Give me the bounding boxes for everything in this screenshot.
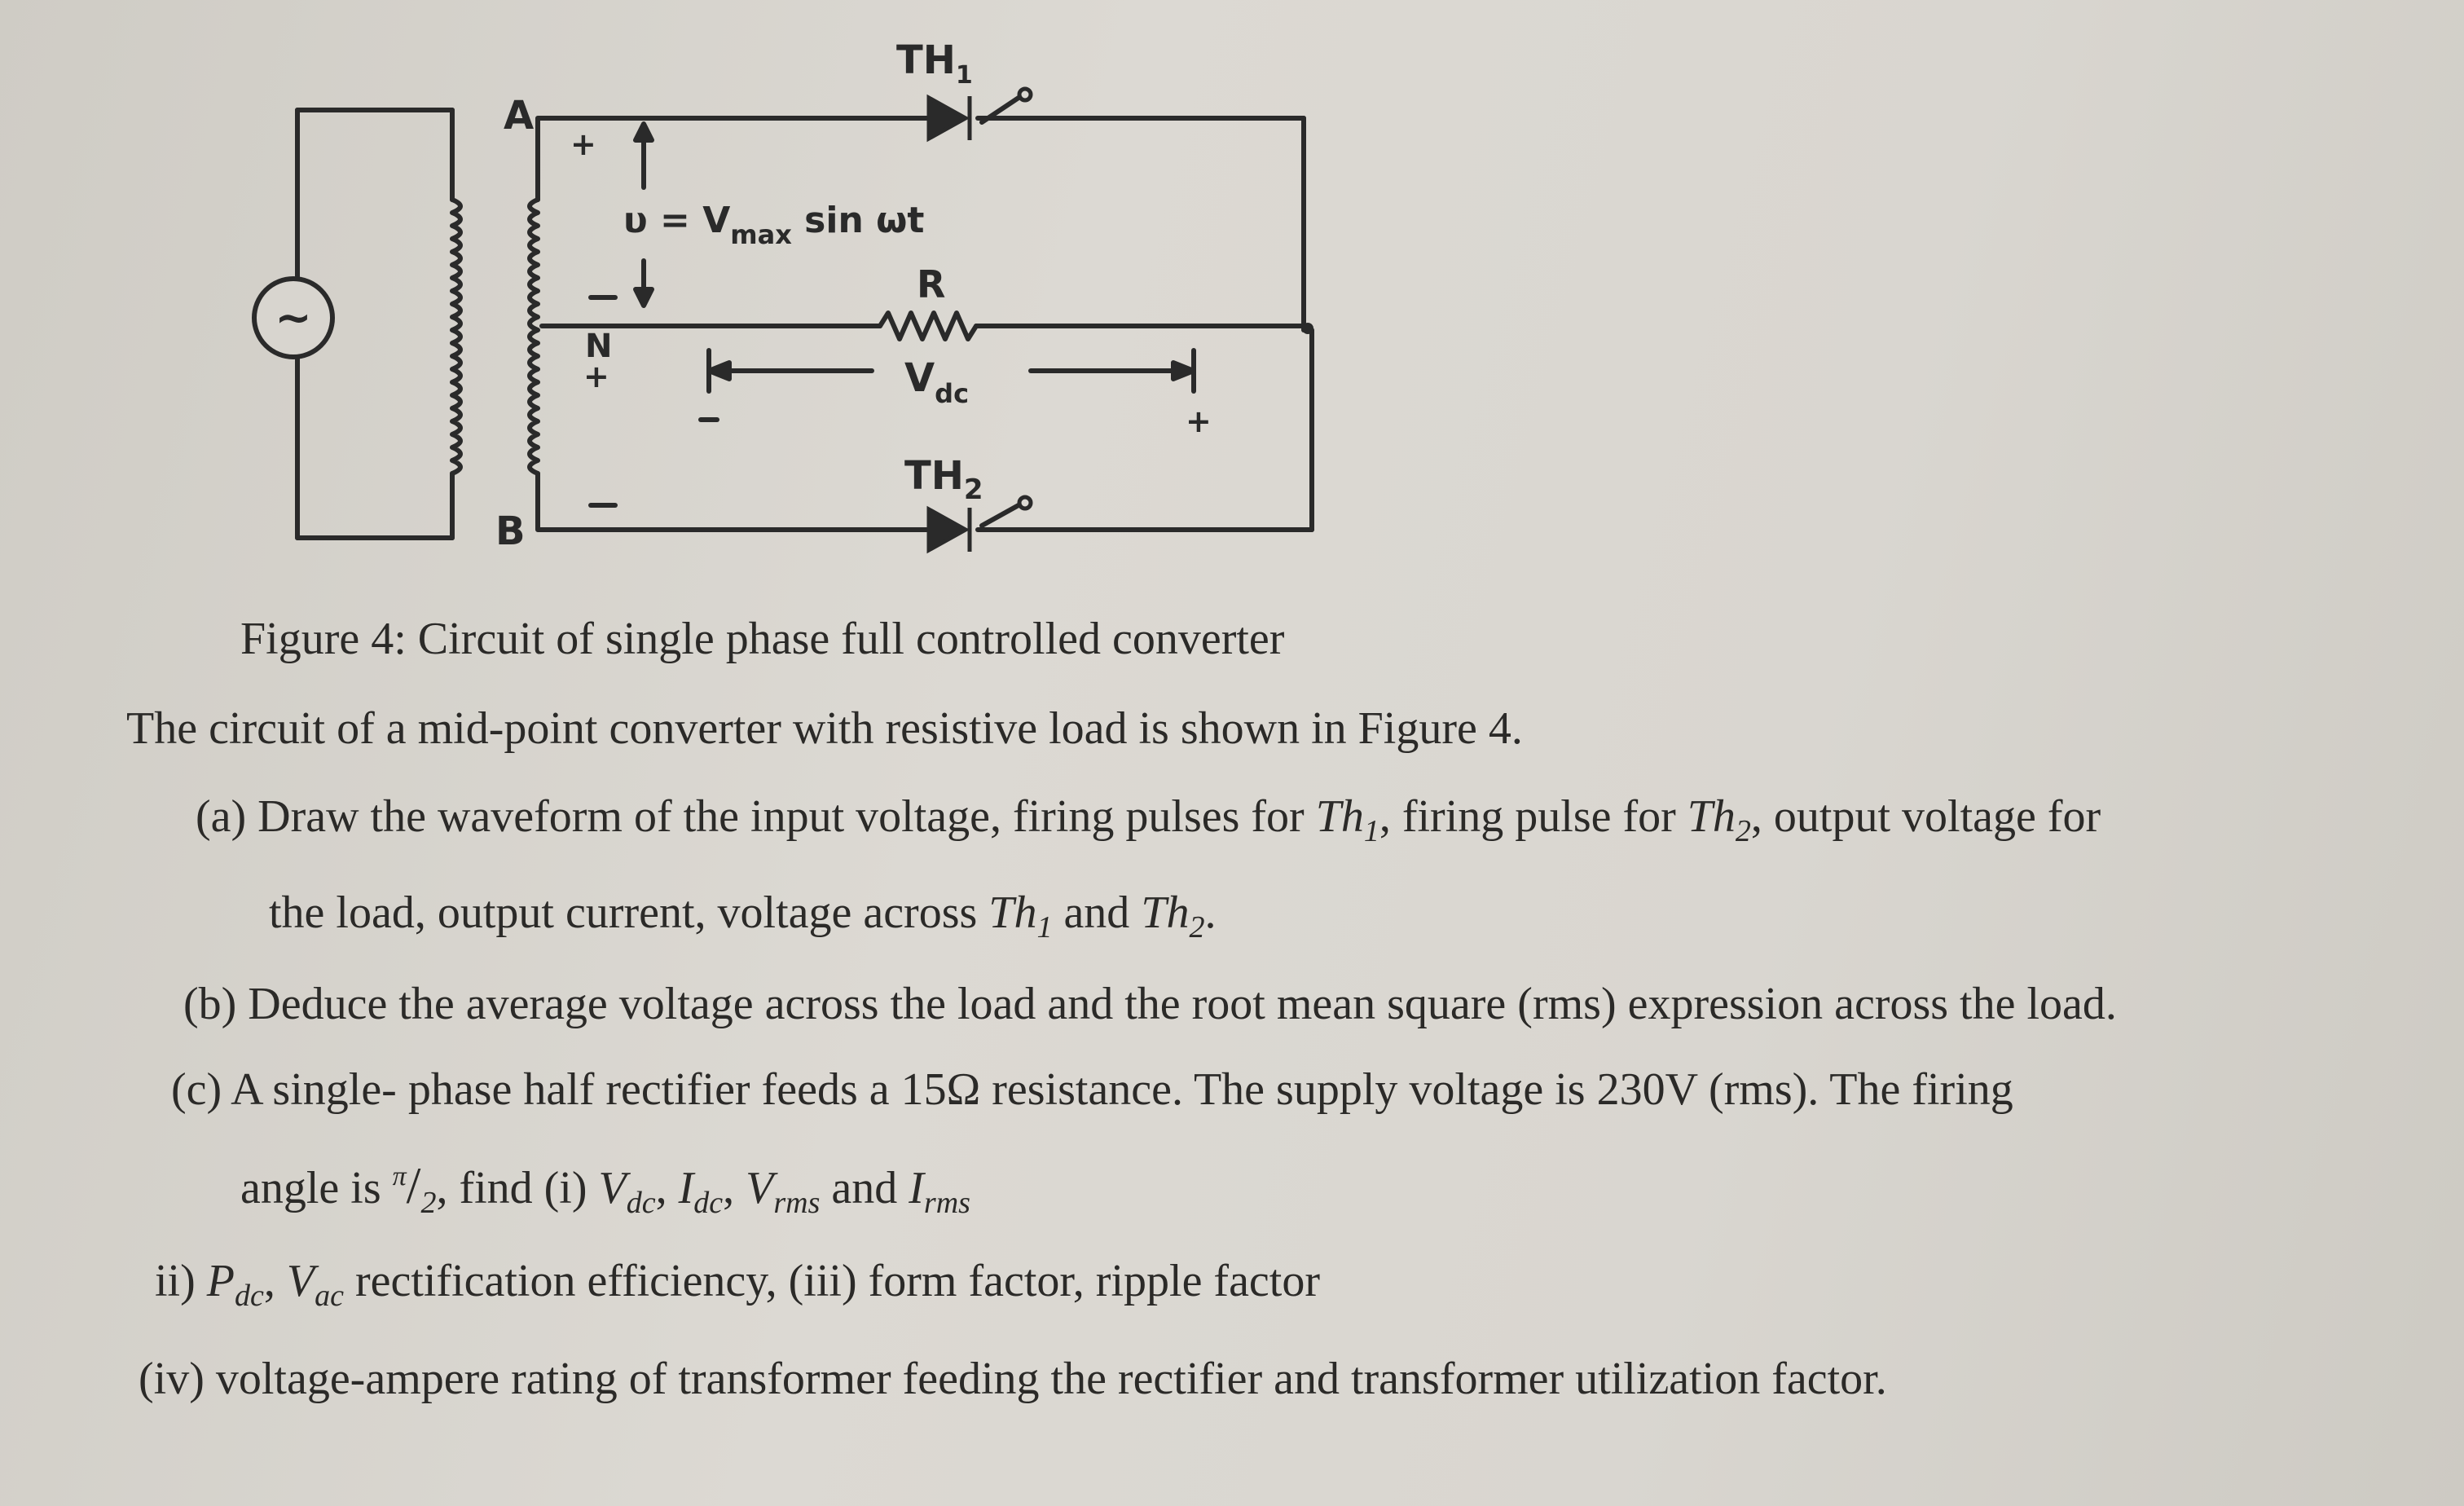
intro-text: The circuit of a mid-point converter wit… xyxy=(126,703,1523,754)
th2-gate xyxy=(979,503,1021,528)
primary-coil xyxy=(450,197,463,476)
circuit-diagram: ~ A B N TH1 TH2 υ = Vmax sin ωt R Vdc + … xyxy=(252,37,1314,554)
question-a-line-1: (a) Draw the waveform of the input volta… xyxy=(196,791,2101,848)
resistor xyxy=(878,310,979,341)
question-b: (b) Deduce the average voltage across th… xyxy=(183,979,2117,1029)
node-n-label: N xyxy=(585,328,612,365)
node-b-label: B xyxy=(495,509,526,554)
svg-text:+: + xyxy=(570,126,596,162)
svg-text:~: ~ xyxy=(275,292,311,343)
th2-label: TH2 xyxy=(904,453,983,506)
resistor-label: R xyxy=(917,262,945,306)
question-a-line-2: the load, output current, voltage across… xyxy=(269,887,1217,945)
svg-text:+: + xyxy=(1186,403,1212,439)
th1-symbol xyxy=(926,94,970,143)
th1-gate xyxy=(979,95,1021,125)
node-a-label: A xyxy=(504,93,534,139)
source-equation: υ = Vmax sin ωt xyxy=(623,200,924,250)
vdc-label: Vdc xyxy=(904,355,969,409)
svg-text:+: + xyxy=(583,359,609,394)
wire-b xyxy=(535,471,931,532)
secondary-coil xyxy=(527,197,540,476)
question-c-line-1: (c) A single- phase half rectifier feeds… xyxy=(171,1064,2013,1115)
question-c-line-4: (iv) voltage-ampere rating of transforme… xyxy=(139,1354,1887,1404)
ac-source-icon: ~ xyxy=(252,276,335,359)
th2-symbol xyxy=(926,505,970,554)
th1-label: TH1 xyxy=(896,37,973,90)
figure-caption: Figure 4: Circuit of single phase full c… xyxy=(240,614,1285,664)
wire-a xyxy=(535,116,931,202)
question-c-line-2: angle is π/2, find (i) Vdc, Idc, Vrms an… xyxy=(240,1156,970,1220)
question-c-line-3: ii) Pdc, Vac rectification efficiency, (… xyxy=(155,1256,1320,1313)
